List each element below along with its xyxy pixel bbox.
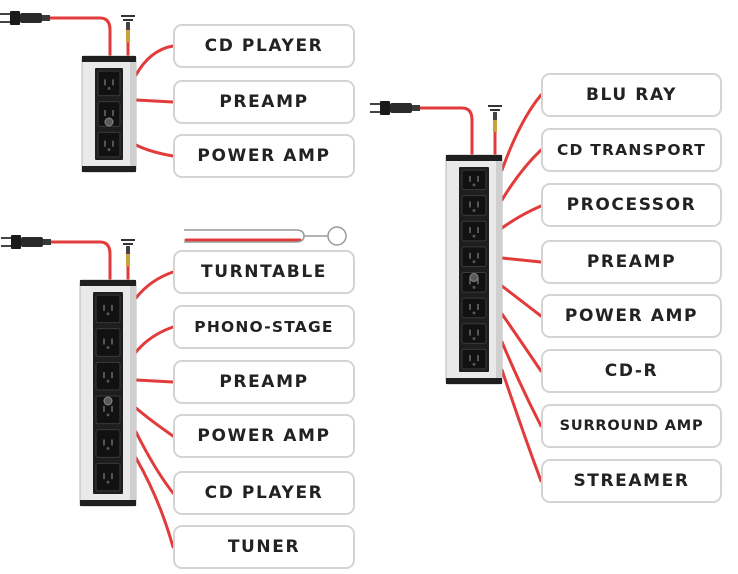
outlet-icon <box>461 169 487 191</box>
power-cord <box>38 16 112 59</box>
turntable-platter <box>327 226 347 246</box>
cable-turntable <box>134 270 175 300</box>
outlet-icon <box>461 220 487 242</box>
power-cord <box>40 240 112 283</box>
outlet-icon <box>95 328 121 357</box>
cable-tuner <box>134 456 175 549</box>
device-label-streamer: STREAMER <box>541 459 722 503</box>
device-label-power-amp: POWER AMP <box>173 134 355 178</box>
cable-preamp <box>134 98 175 104</box>
outlet-icon <box>95 361 121 391</box>
device-label-power-amp: POWER AMP <box>541 294 722 338</box>
outlet-icon <box>461 348 487 370</box>
ground-terminal-icon <box>121 15 135 42</box>
device-label-cd-transport: CD TRANSPORT <box>541 128 722 172</box>
device-label-blu-ray: BLU RAY <box>541 73 722 117</box>
power-plug-icon <box>0 11 50 25</box>
ground-terminal-icon <box>488 105 502 132</box>
cable-cd-player <box>134 430 175 495</box>
device-label-turntable: TURNTABLE <box>173 250 355 294</box>
outlet-icon <box>95 395 121 425</box>
outlet-icon <box>95 294 121 324</box>
device-label-tuner: TUNER <box>173 525 355 569</box>
outlet-icon <box>97 131 121 158</box>
cable-power-amp <box>500 284 543 318</box>
device-label-phono-stage: PHONO-STAGE <box>173 305 355 349</box>
ground-terminal-icon <box>121 239 135 266</box>
cable-cd-player <box>134 44 175 77</box>
device-label-preamp: PREAMP <box>173 360 355 404</box>
power-strip-3-outlet <box>81 55 137 173</box>
device-label-cd-player: CD PLAYER <box>173 24 355 68</box>
device-label-preamp: PREAMP <box>541 240 722 284</box>
outlet-icon <box>95 429 121 458</box>
device-label-preamp: PREAMP <box>173 80 355 124</box>
cable-processor <box>500 204 543 230</box>
device-label-power-amp: POWER AMP <box>173 414 355 458</box>
outlet-icon <box>461 195 487 216</box>
outlet-icon <box>461 272 487 293</box>
outlet-icon <box>95 462 121 492</box>
outlet-icon <box>461 246 487 267</box>
cable-power-amp <box>134 406 175 438</box>
power-plug-icon <box>370 101 420 115</box>
cable-preamp <box>134 378 175 384</box>
cable-streamer <box>500 368 543 483</box>
device-label-cd-r: CD-R <box>541 349 722 393</box>
cable-phono-stage <box>134 325 175 354</box>
device-label-surround-amp: SURROUND AMP <box>541 404 722 448</box>
outlet-icon <box>461 323 487 344</box>
power-strip-6-outlet <box>79 279 137 507</box>
cable-power-amp <box>134 143 175 158</box>
power-plug-icon <box>1 235 51 249</box>
cable-preamp <box>500 256 543 264</box>
outlet-icon <box>461 297 487 319</box>
cable-blu-ray <box>500 93 543 172</box>
cable-cd-transport <box>500 148 543 202</box>
outlet-icon <box>97 70 121 97</box>
cable-surround-amp <box>500 340 543 428</box>
device-label-processor: PROCESSOR <box>541 183 722 227</box>
cable-cd-r <box>500 312 543 373</box>
power-cord <box>408 106 474 158</box>
device-label-cd-player: CD PLAYER <box>173 471 355 515</box>
power-strip-8-outlet <box>445 154 503 385</box>
